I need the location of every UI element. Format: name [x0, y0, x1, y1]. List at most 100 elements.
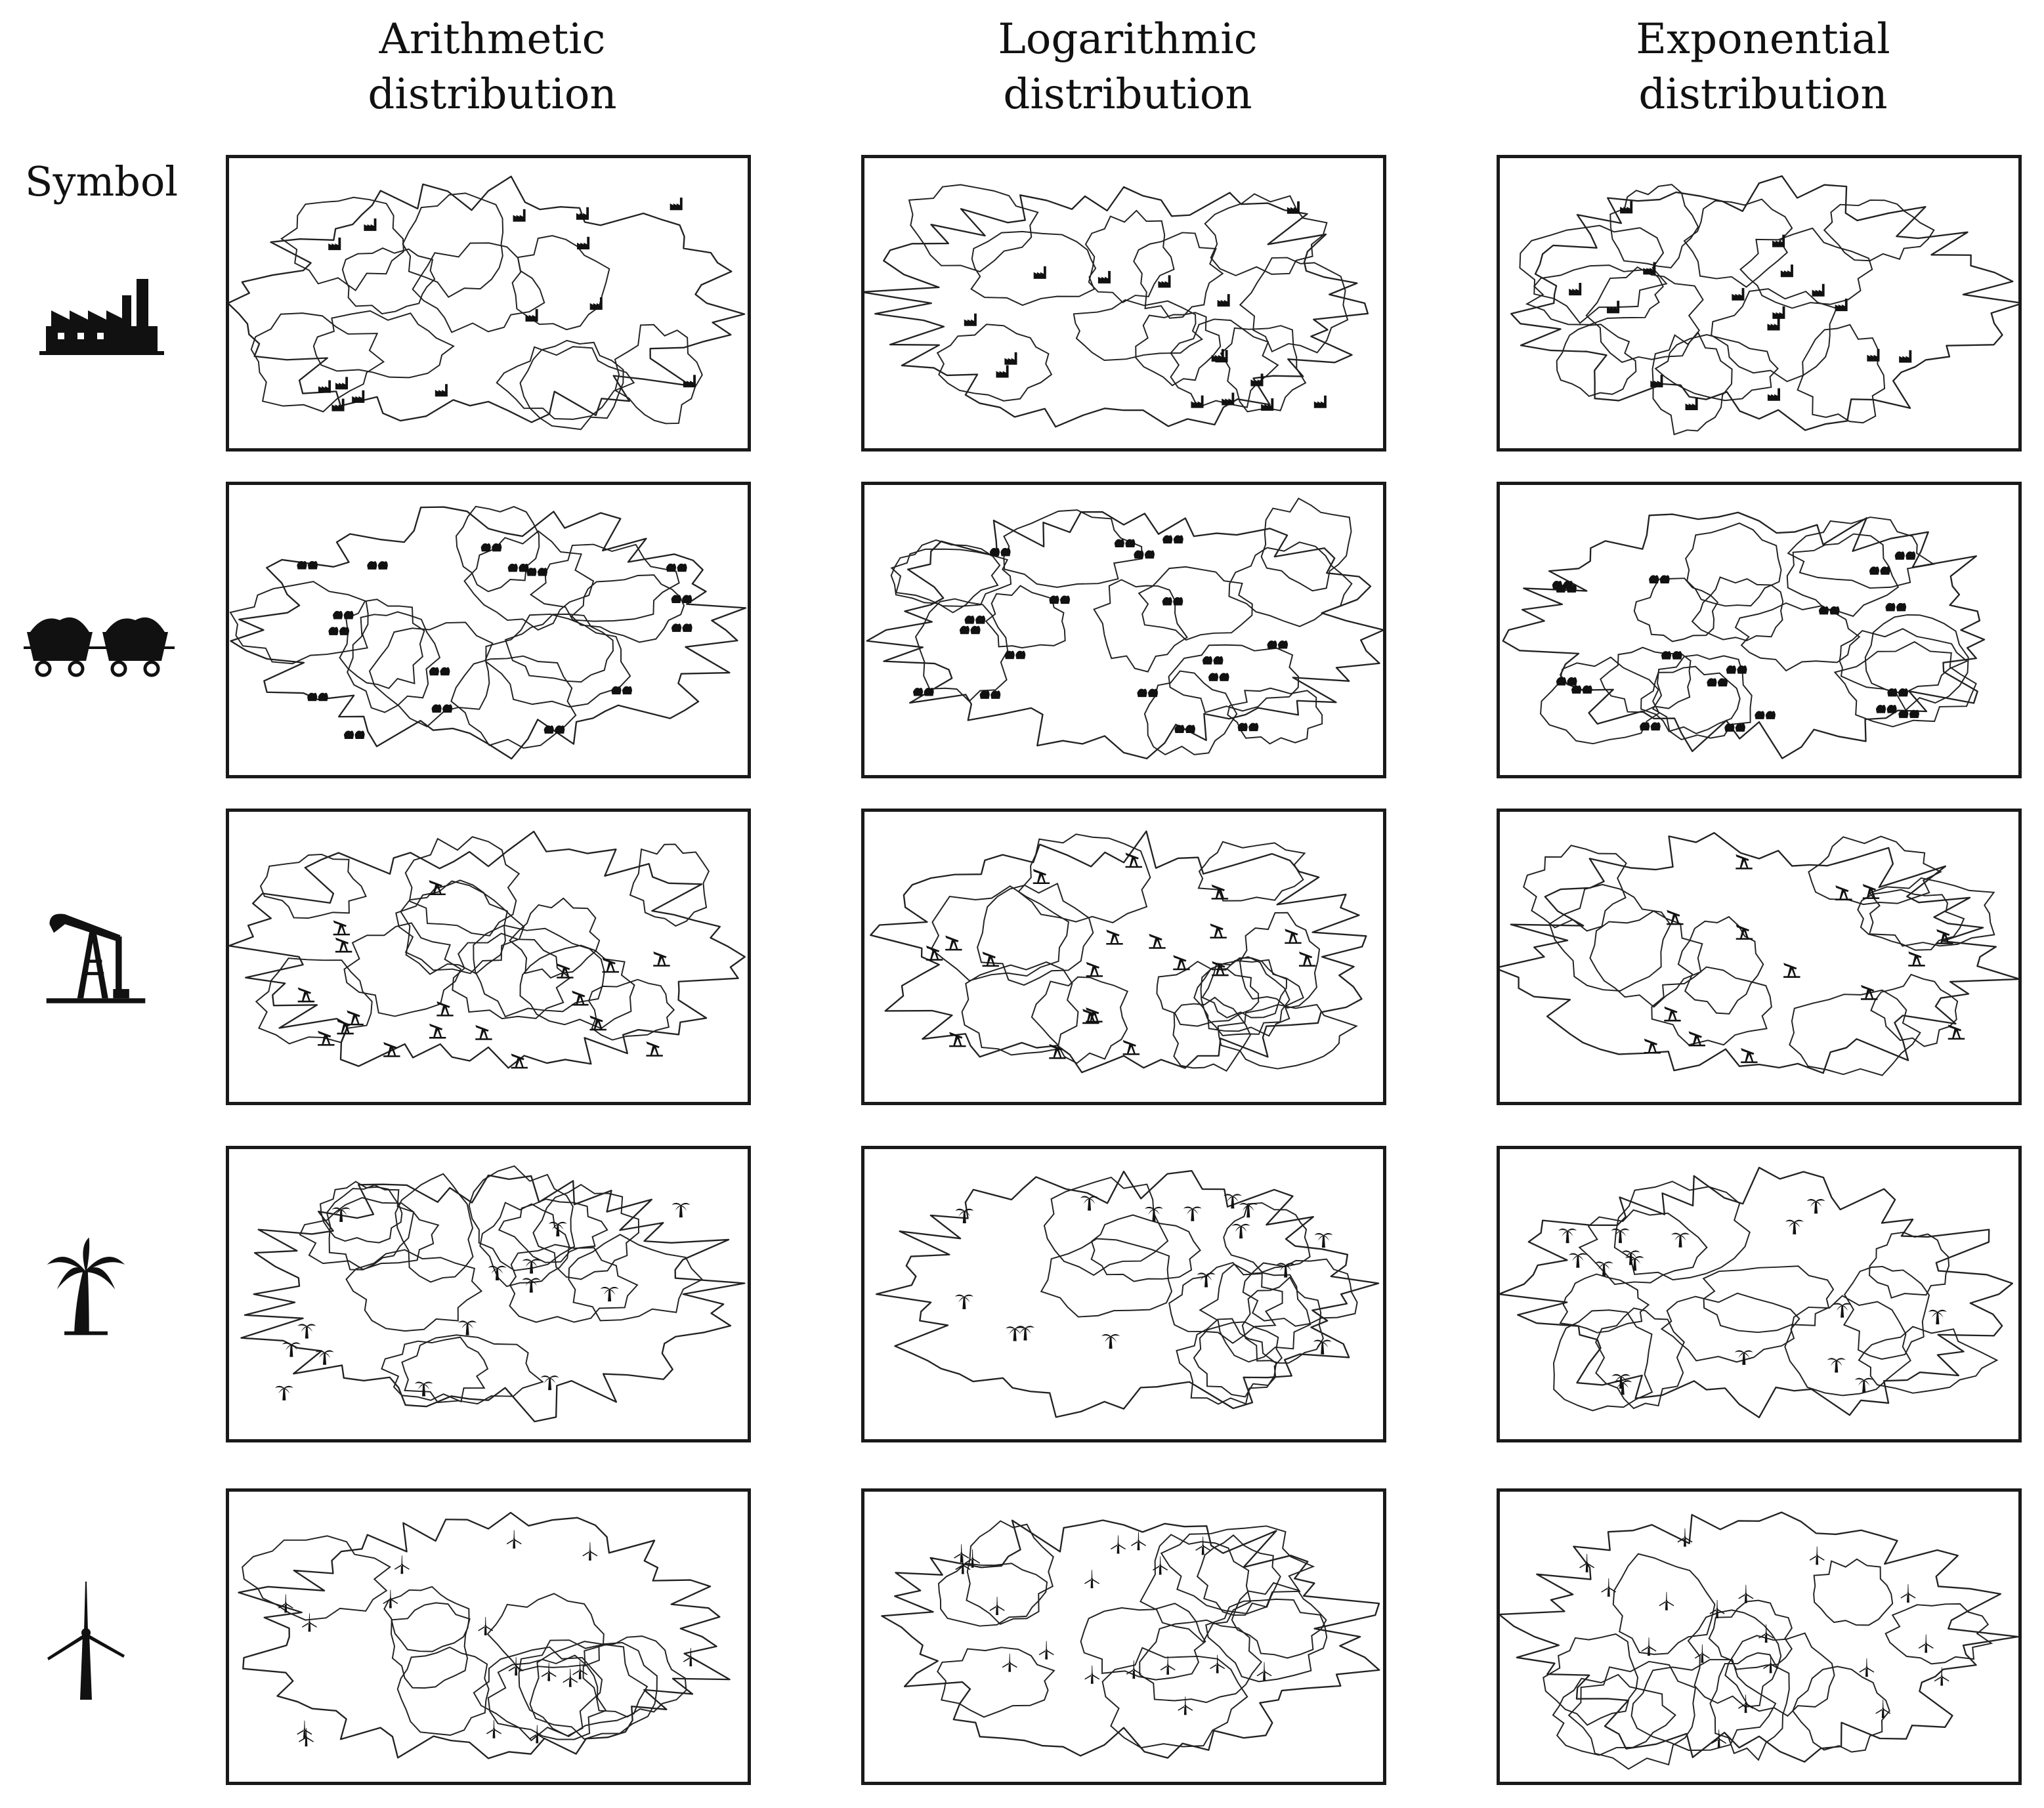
coal-marker — [480, 543, 502, 552]
district-boundary — [1548, 883, 1671, 992]
palm-marker — [600, 1286, 619, 1302]
district-boundary — [1199, 1263, 1311, 1363]
coal-marker — [1894, 551, 1916, 560]
district-boundary — [1578, 1209, 1708, 1285]
wind-marker — [965, 1549, 981, 1568]
coal-marker — [1137, 688, 1159, 698]
factory-marker — [1643, 262, 1656, 275]
district-boundary — [456, 505, 540, 593]
oil-marker — [333, 920, 351, 936]
district-boundary — [485, 613, 631, 708]
map-oil-arithmetic — [229, 830, 746, 1069]
wind-marker — [1256, 1662, 1272, 1681]
oil-marker — [572, 990, 589, 1006]
district-boundary — [401, 1334, 544, 1405]
oil-marker — [1125, 852, 1142, 868]
coal-marker — [367, 561, 388, 570]
oil-marker — [1106, 929, 1123, 945]
district-boundary — [1172, 996, 1252, 1072]
wind-marker — [1738, 1584, 1754, 1603]
district-boundary — [582, 1635, 687, 1718]
map-outline — [229, 175, 746, 423]
district-boundary — [1651, 654, 1753, 740]
header-exponential: Exponential distribution — [1533, 12, 1993, 122]
map-oil-exponential — [1500, 831, 2018, 1076]
district-boundary — [1613, 1181, 1751, 1281]
wind-marker — [1677, 1528, 1693, 1547]
map-panel-coal-arithmetic — [226, 482, 751, 778]
factory-marker — [1158, 275, 1171, 288]
coal-marker — [1887, 688, 1909, 697]
header-logarithmic: Logarithmic distribution — [898, 12, 1357, 122]
oil-marker — [347, 1010, 364, 1026]
coal-marker — [343, 730, 365, 739]
district-boundary — [937, 1563, 1048, 1627]
palm-marker — [522, 1259, 541, 1274]
wind-marker — [563, 1668, 578, 1687]
district-boundary — [509, 897, 601, 979]
wind-marker — [683, 1648, 698, 1667]
wind-marker — [1758, 1624, 1774, 1643]
wind-marker — [1918, 1634, 1934, 1653]
factory-marker — [1732, 287, 1745, 301]
map-coal-arithmetic — [229, 505, 747, 760]
district-boundary — [908, 184, 1039, 272]
map-panel-wind-logarithmic — [861, 1488, 1386, 1785]
coal-marker — [431, 704, 453, 713]
oil-marker — [1644, 1038, 1661, 1054]
palm-marker — [1594, 1261, 1613, 1276]
header-arithmetic-line2: distribution — [368, 70, 617, 119]
oil-marker — [653, 951, 670, 967]
oil-marker — [1936, 929, 1953, 944]
palm-marker — [1197, 1272, 1216, 1288]
factory-marker — [1767, 388, 1780, 401]
district-boundary — [985, 585, 1066, 649]
palm-marker — [1223, 1194, 1242, 1209]
district-boundary — [299, 1196, 440, 1271]
district-boundary — [1600, 646, 1692, 713]
district-boundary — [1797, 324, 1886, 424]
coal-marker — [1869, 566, 1890, 575]
district-boundary — [1640, 665, 1741, 734]
factory-marker — [1569, 283, 1582, 296]
map-panel-wind-exponential — [1497, 1488, 2022, 1785]
district-boundary — [341, 247, 436, 315]
palm-marker — [274, 1385, 293, 1400]
wind-marker — [1126, 1660, 1141, 1679]
district-boundary — [450, 655, 577, 749]
district-boundary — [1260, 497, 1352, 592]
wind-marker — [1763, 1654, 1779, 1673]
palm-marker — [540, 1375, 559, 1391]
oil-marker — [1122, 1040, 1140, 1055]
oil-marker — [429, 880, 446, 896]
district-boundary — [1552, 1673, 1676, 1756]
palm-marker — [1613, 1380, 1632, 1395]
district-boundary — [1540, 656, 1660, 745]
factory-marker — [1191, 395, 1204, 408]
district-boundary — [1525, 264, 1664, 326]
wind-marker — [989, 1597, 1005, 1616]
district-boundary — [486, 1593, 605, 1672]
coal-marker — [671, 595, 692, 604]
district-boundary — [404, 836, 521, 936]
district-boundary — [1552, 1309, 1653, 1412]
district-boundary — [498, 1198, 608, 1263]
factory-marker — [1772, 306, 1785, 319]
map-panel-factory-arithmetic — [226, 155, 751, 452]
factory-marker — [1772, 234, 1785, 247]
district-boundary — [1685, 522, 1782, 607]
oil-marker — [1210, 923, 1227, 939]
map-outline — [238, 1511, 731, 1759]
oil-marker — [945, 935, 962, 951]
factory-marker — [513, 209, 526, 222]
oil-marker — [1212, 961, 1229, 977]
district-boundary — [1205, 1598, 1328, 1683]
district-boundary — [250, 312, 385, 413]
district-boundary — [519, 339, 624, 431]
district-boundary — [1559, 1273, 1650, 1334]
map-panel-coal-logarithmic — [861, 482, 1386, 778]
district-boundary — [1868, 877, 1995, 947]
palm-marker — [1183, 1206, 1202, 1221]
district-boundary — [1231, 1582, 1327, 1659]
wind-marker — [1131, 1532, 1146, 1551]
